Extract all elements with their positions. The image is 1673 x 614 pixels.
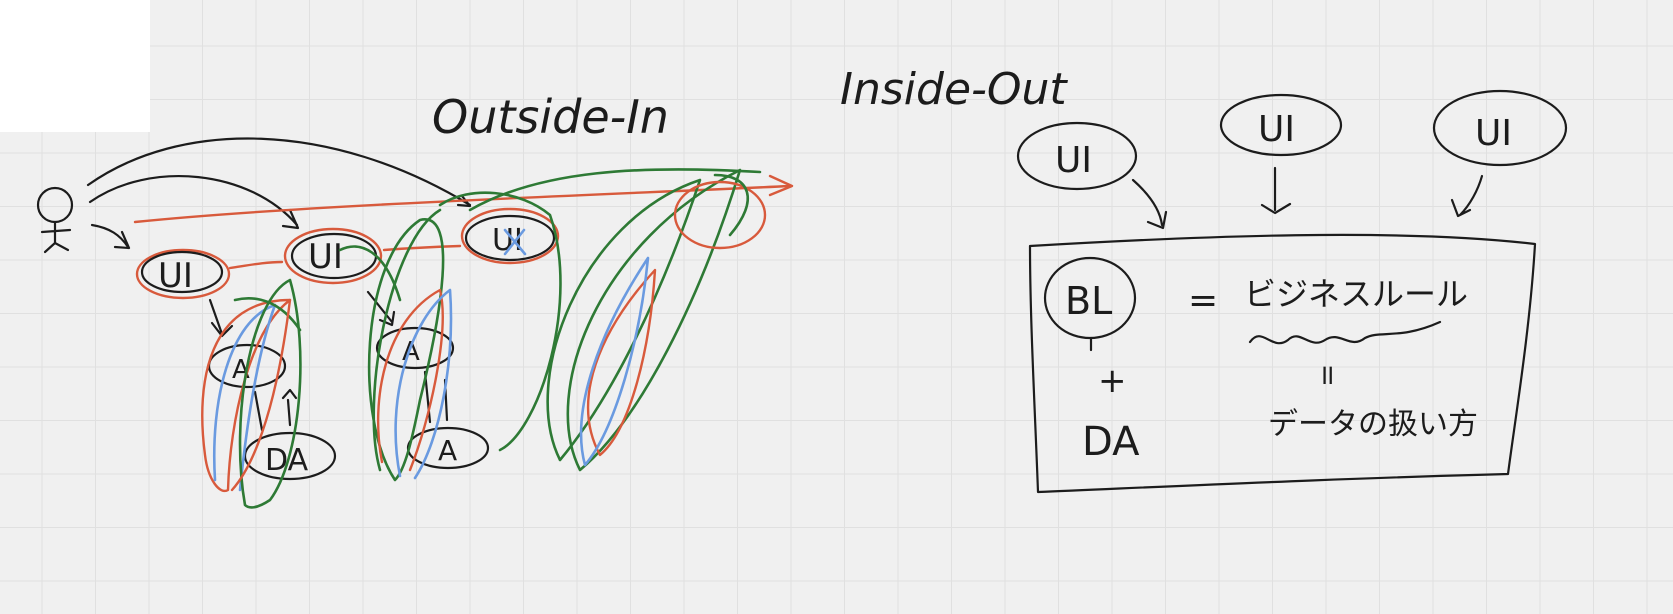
da-node-2: A [406,426,490,470]
io-arrow-1 [1131,178,1168,230]
da-meaning-text: データの扱い方 [1268,407,1478,442]
svg-text:BL: BL [1065,279,1112,323]
business-layer-box [1028,233,1537,494]
ui-node-1: UI [135,248,231,300]
da-node: DA [1082,419,1140,465]
arrowhead [113,230,131,250]
arc-arrow-long [86,137,472,207]
bl-node: BL [1043,256,1137,340]
arrowhead [768,174,794,197]
wavy-underline [1248,320,1442,345]
loops-group-1 [201,278,302,509]
io-ui-node-1: UI [1016,121,1138,191]
vertical-equals: ॥ [1318,358,1335,391]
bl-meaning-text: ビジネスルール [1244,275,1468,313]
svg-text:UI: UI [308,237,343,277]
arrowhead [281,208,300,230]
loops-group-3 [438,168,767,472]
red-arrow-ui1-ui2 [228,260,284,270]
person-icon [36,186,74,254]
arc-arrow-mid [88,175,299,227]
arrows-a-da-1 [253,388,298,432]
ui-node-3: UI [460,207,560,265]
equals-sign: = [1188,280,1218,321]
svg-text:A: A [438,434,457,467]
inside-out-title: Inside-Out [840,64,1068,115]
loops-group-2 [338,208,453,482]
svg-text:UI: UI [1475,113,1512,154]
io-arrow-3 [1450,174,1484,218]
arc-arrow-short [90,223,130,249]
outside-in-title: Outside-In [432,90,669,144]
svg-text:UI: UI [158,256,193,296]
io-ui-node-2: UI [1219,93,1343,157]
io-ui-node-3: UI [1432,89,1568,167]
svg-text:UI: UI [1258,109,1295,150]
white-blank-panel [0,0,150,132]
red-arrow-ui2-ui3 [382,244,462,252]
ui-node-2: UI [283,227,383,285]
plus-sign: + [1098,361,1127,401]
arrow-ui1-a [208,298,234,338]
io-arrow-2 [1260,166,1292,215]
svg-text:UI: UI [1055,140,1092,181]
